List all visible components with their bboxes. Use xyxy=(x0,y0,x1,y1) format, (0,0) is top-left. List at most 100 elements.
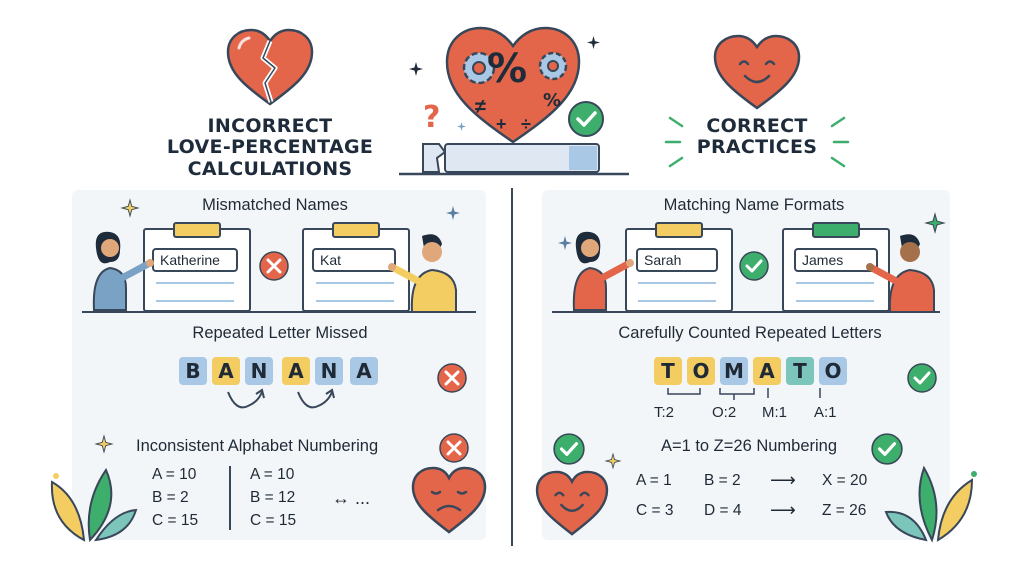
sparkle-icon xyxy=(120,198,140,218)
person-pointing-icon xyxy=(866,234,935,313)
numbering-row2-c: Z = 26 xyxy=(822,502,867,519)
letter-tile: M xyxy=(720,357,748,385)
divide-symbol: ÷ xyxy=(521,114,531,134)
letter-tile: T xyxy=(654,357,682,385)
numbering-col1-row3: C = 15 xyxy=(152,512,199,529)
not-equal-symbol: ≠ xyxy=(475,96,486,118)
letter-tile: A xyxy=(282,357,310,385)
letter-tile: A xyxy=(212,357,240,385)
letter-tile: A xyxy=(753,357,781,385)
sparkle-icon xyxy=(587,36,600,49)
numbering-row1-b: B = 2 xyxy=(704,472,741,489)
count-o: O:2 xyxy=(712,404,737,421)
sad-heart-icon xyxy=(411,466,487,534)
right-heading: CORRECT PRACTICES xyxy=(682,115,832,159)
clipboard-lines xyxy=(796,282,874,302)
correct-numbering-title: A=1 to Z=26 Numbering xyxy=(660,437,838,455)
sparkle-icon xyxy=(446,206,460,220)
clipboard-clip xyxy=(812,222,860,238)
matching-names-title: Matching Name Formats xyxy=(663,196,845,214)
count-a: A:1 xyxy=(814,404,837,421)
counted-letters-title: Carefully Counted Repeated Letters xyxy=(618,324,882,342)
sparkle-icon xyxy=(558,236,572,250)
person-pointing-icon xyxy=(388,234,457,313)
numbering-row2-a: C = 3 xyxy=(636,502,674,519)
sparkle-icon xyxy=(924,212,946,234)
clipboard-lines xyxy=(638,282,716,302)
numbering-row2-arrow: ⟶ xyxy=(770,500,796,520)
smiling-heart-icon xyxy=(713,34,801,110)
left-heading: INCORRECT LOVE-PERCENTAGE CALCULATIONS xyxy=(150,115,390,180)
letter-tile: O xyxy=(819,357,847,385)
clipboard-clip xyxy=(655,222,703,238)
name-tag-james: James xyxy=(794,248,878,272)
sparkle-dashes-left xyxy=(664,116,684,168)
right-heading-line-2: PRACTICES xyxy=(696,136,818,159)
x-circle-icon xyxy=(439,433,469,463)
sparkle-icon xyxy=(604,452,622,470)
inconsistent-numbering-title: Inconsistent Alphabet Numbering xyxy=(136,437,379,455)
numbering-col2-row3: C = 15 xyxy=(250,512,297,529)
person-pointing-icon xyxy=(572,231,634,311)
right-heading-line-1: CORRECT xyxy=(706,115,808,137)
letter-tile: T xyxy=(786,357,814,385)
percent-small-symbol: % xyxy=(543,90,562,111)
x-circle-icon xyxy=(437,363,467,393)
name-tag-kat: Kat xyxy=(312,248,396,272)
center-illustration: % % ≠ + ÷ ? xyxy=(395,18,635,180)
name-tag-katherine: Katherine xyxy=(152,248,238,272)
leaf-plant-icon xyxy=(50,467,138,543)
clipboard-clip xyxy=(332,222,380,238)
smiling-heart-icon xyxy=(535,470,609,536)
numbering-row1-arrow: ⟶ xyxy=(770,470,796,490)
repeated-letter-title: Repeated Letter Missed xyxy=(192,324,368,342)
sparkle-icon xyxy=(94,434,114,454)
left-heading-line-2: LOVE-PERCENTAGE xyxy=(166,136,374,159)
center-divider xyxy=(511,188,513,546)
sparkle-icon xyxy=(409,62,423,76)
check-circle-icon xyxy=(553,433,585,465)
check-circle-icon xyxy=(907,363,937,393)
letter-tile: N xyxy=(245,357,273,385)
letter-tile: O xyxy=(687,357,715,385)
plus-symbol: + xyxy=(496,114,507,134)
count-t: T:2 xyxy=(654,404,675,421)
curved-arrows xyxy=(227,388,335,409)
left-heading-line-3: CALCULATIONS xyxy=(187,157,353,180)
left-heading-line-1: INCORRECT xyxy=(207,115,333,137)
numbering-row1-c: X = 20 xyxy=(822,472,868,489)
percent-symbol: % xyxy=(487,46,528,92)
double-arrow-ellipsis: ↔ ... xyxy=(332,488,371,508)
numbering-col2-row2: B = 12 xyxy=(250,489,296,506)
numbering-col1-row1: A = 10 xyxy=(152,466,197,483)
floor-line xyxy=(552,311,940,313)
check-circle-icon xyxy=(871,433,903,465)
heart-gears-icon xyxy=(445,26,581,144)
clipboard-lines xyxy=(316,282,394,302)
letter-tile: A xyxy=(350,357,378,385)
x-circle-icon xyxy=(259,251,289,281)
clipboard-lines xyxy=(156,282,234,302)
count-brackets xyxy=(667,388,821,400)
floor-line xyxy=(82,311,476,313)
clipboard-clip xyxy=(173,222,221,238)
question-mark: ? xyxy=(423,100,441,135)
person-pointing-icon xyxy=(92,231,154,311)
broken-progress-bar xyxy=(399,143,629,176)
sparkle-icon xyxy=(457,122,466,131)
letter-tile: B xyxy=(179,357,207,385)
numbering-col2-row1: A = 10 xyxy=(250,466,295,483)
leaf-plant-icon xyxy=(884,465,977,543)
count-m: M:1 xyxy=(762,404,788,421)
broken-heart-icon xyxy=(226,28,314,106)
name-tag-sarah: Sarah xyxy=(636,248,718,272)
numbering-row1-a: A = 1 xyxy=(636,472,672,489)
check-circle-icon xyxy=(739,251,769,281)
sparkle-dashes-right xyxy=(830,116,850,168)
letter-tile: N xyxy=(315,357,343,385)
numbering-col1-row2: B = 2 xyxy=(152,489,189,506)
numbering-row2-b: D = 4 xyxy=(704,502,742,519)
check-circle-icon xyxy=(568,101,604,137)
numbering-divider xyxy=(229,466,231,530)
mismatched-names-title: Mismatched Names xyxy=(202,196,348,214)
